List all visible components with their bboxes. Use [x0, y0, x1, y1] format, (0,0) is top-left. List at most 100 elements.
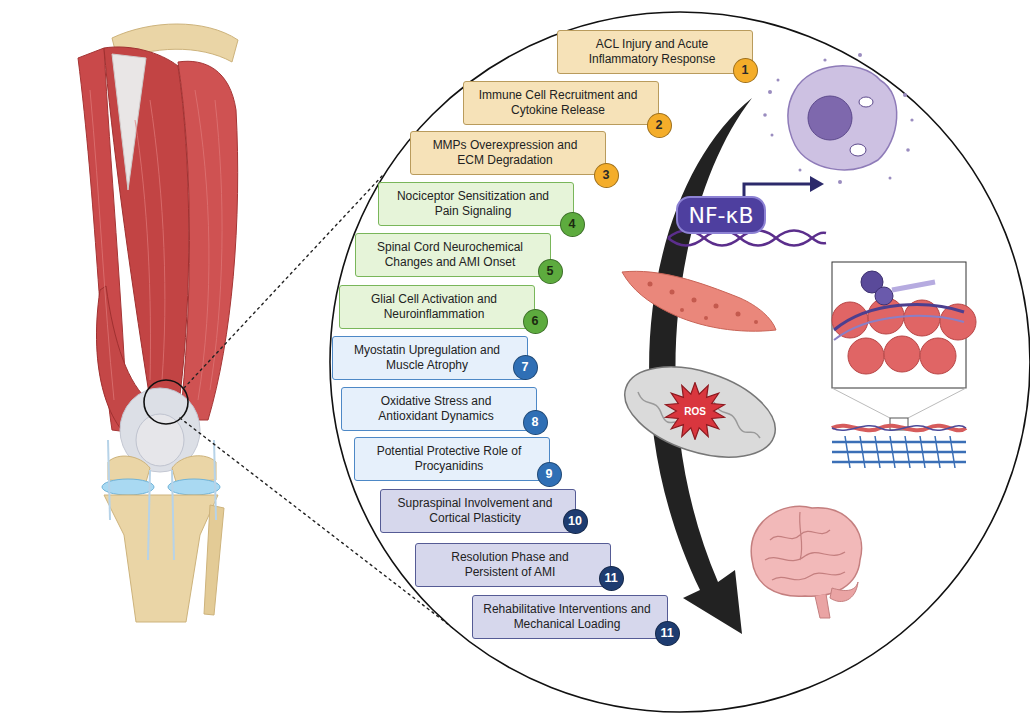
node-text: Nociceptor Sensitization and Pain Signal… — [387, 189, 559, 218]
arrowhead — [810, 176, 824, 192]
node-text: NF-κB — [688, 203, 753, 228]
dot — [823, 58, 826, 61]
mitochondrion-illustration — [613, 350, 786, 474]
callout-number: 6 — [523, 309, 548, 334]
callout-number: 2 — [647, 113, 672, 138]
zoom-circle — [144, 380, 188, 424]
process-box: Rehabilitative Interventions and Mechani… — [472, 595, 668, 639]
callout-number: 5 — [538, 259, 563, 284]
muscle-fibres — [90, 90, 222, 400]
bead — [848, 338, 884, 374]
dot — [838, 180, 842, 184]
callout-number-text: 9 — [546, 467, 553, 481]
cell-nucleus — [808, 96, 852, 140]
cross-bridges — [845, 436, 955, 468]
process-box: Glial Cell Activation and Neuroinflammat… — [339, 285, 535, 329]
dot — [670, 290, 675, 295]
zoom-line — [832, 388, 966, 418]
callout-number-text: 8 — [532, 415, 539, 429]
tibia — [104, 495, 218, 622]
dot — [906, 148, 910, 152]
callout-number-text: 11 — [604, 571, 617, 585]
node-text: Rehabilitative Interventions and Mechani… — [481, 602, 653, 631]
meniscus — [168, 479, 220, 495]
dot — [889, 177, 892, 180]
myosin-neck — [892, 282, 935, 290]
dot — [754, 320, 758, 324]
ros-burst: ROS — [664, 382, 726, 440]
femur-condyle — [172, 456, 216, 482]
vastus-lateralis-muscle — [178, 61, 238, 420]
mitochondrion — [613, 350, 786, 474]
dot — [648, 282, 653, 287]
process-box: Potential Protective Role of Procyanidin… — [354, 437, 550, 481]
zoom-panel-circle — [330, 12, 1030, 712]
fibre-line — [150, 100, 165, 380]
process-box: Resolution Phase and Persistent of AMI — [415, 543, 611, 587]
node-text: ROS — [684, 406, 706, 417]
node-text: Supraspinal Involvement and Cortical Pla… — [389, 496, 561, 525]
callout-number-text: 11 — [660, 626, 673, 640]
node-text: Myostatin Upregulation and Muscle Atroph… — [341, 343, 513, 372]
fibula — [204, 505, 224, 615]
callout-number: 8 — [523, 410, 548, 435]
callout-number-text: 5 — [547, 264, 554, 278]
progression-arrow — [649, 98, 752, 634]
bead — [884, 336, 920, 372]
process-box: MMPs Overexpression and ECM Degradation — [410, 131, 606, 175]
cytokine-dots — [763, 53, 913, 184]
dot — [692, 298, 697, 303]
dot — [903, 93, 907, 97]
vesicle — [859, 97, 873, 107]
fibre-line — [195, 90, 209, 400]
callout-number-text: 7 — [522, 360, 529, 374]
callout-number-text: 3 — [603, 168, 610, 182]
callout-number: 9 — [537, 462, 562, 487]
thigh-illustration — [78, 24, 238, 622]
myosin-head — [875, 287, 893, 305]
filament — [832, 451, 966, 454]
dot — [910, 118, 913, 121]
callout-number: 1 — [733, 58, 758, 83]
ligament-line — [148, 470, 150, 560]
callout-number-text: 10 — [568, 514, 582, 528]
thin-filament — [832, 426, 966, 431]
node-text: Resolution Phase and Persistent of AMI — [424, 550, 596, 579]
callout-number-text: 6 — [532, 314, 539, 328]
muscle-cell — [622, 271, 776, 331]
dot — [771, 134, 774, 137]
cerebellum — [830, 582, 858, 601]
node-text: ACL Injury and Acute Inflammatory Respon… — [566, 37, 738, 66]
dot — [714, 304, 719, 309]
ligament-line — [108, 440, 110, 520]
transcription-illustration — [668, 176, 826, 246]
ligament-line — [214, 440, 216, 520]
immune-cell-illustration — [763, 53, 913, 184]
dot — [768, 90, 772, 94]
cell-body — [788, 66, 897, 170]
fibre-line — [210, 100, 222, 390]
node-text: MMPs Overexpression and ECM Degradation — [419, 138, 591, 167]
thin-filament — [832, 426, 966, 431]
callout-number-text: 2 — [656, 118, 663, 132]
muscle-nuclei — [648, 282, 759, 325]
actin-beads — [832, 298, 976, 374]
knee-ligaments — [108, 440, 216, 560]
callout-number: 11 — [655, 621, 680, 646]
node-text: Spinal Cord Neurochemical Changes and AM… — [364, 240, 536, 269]
tropomyosin — [834, 316, 964, 340]
process-box: Supraspinal Involvement and Cortical Pla… — [380, 489, 576, 533]
dot — [799, 169, 802, 172]
filament — [832, 441, 966, 444]
vesicle — [850, 144, 866, 156]
process-box: ACL Injury and Acute Inflammatory Respon… — [557, 30, 753, 74]
starburst — [665, 383, 724, 440]
protein-label: NF-κB — [676, 196, 766, 234]
ligament-line — [172, 470, 174, 560]
dot — [777, 79, 780, 82]
process-box: Oxidative Stress and Antioxidant Dynamic… — [341, 387, 537, 431]
femur-condyle — [108, 456, 150, 482]
node-text: Potential Protective Role of Procyanidin… — [363, 444, 535, 473]
fibre-line — [135, 120, 150, 380]
